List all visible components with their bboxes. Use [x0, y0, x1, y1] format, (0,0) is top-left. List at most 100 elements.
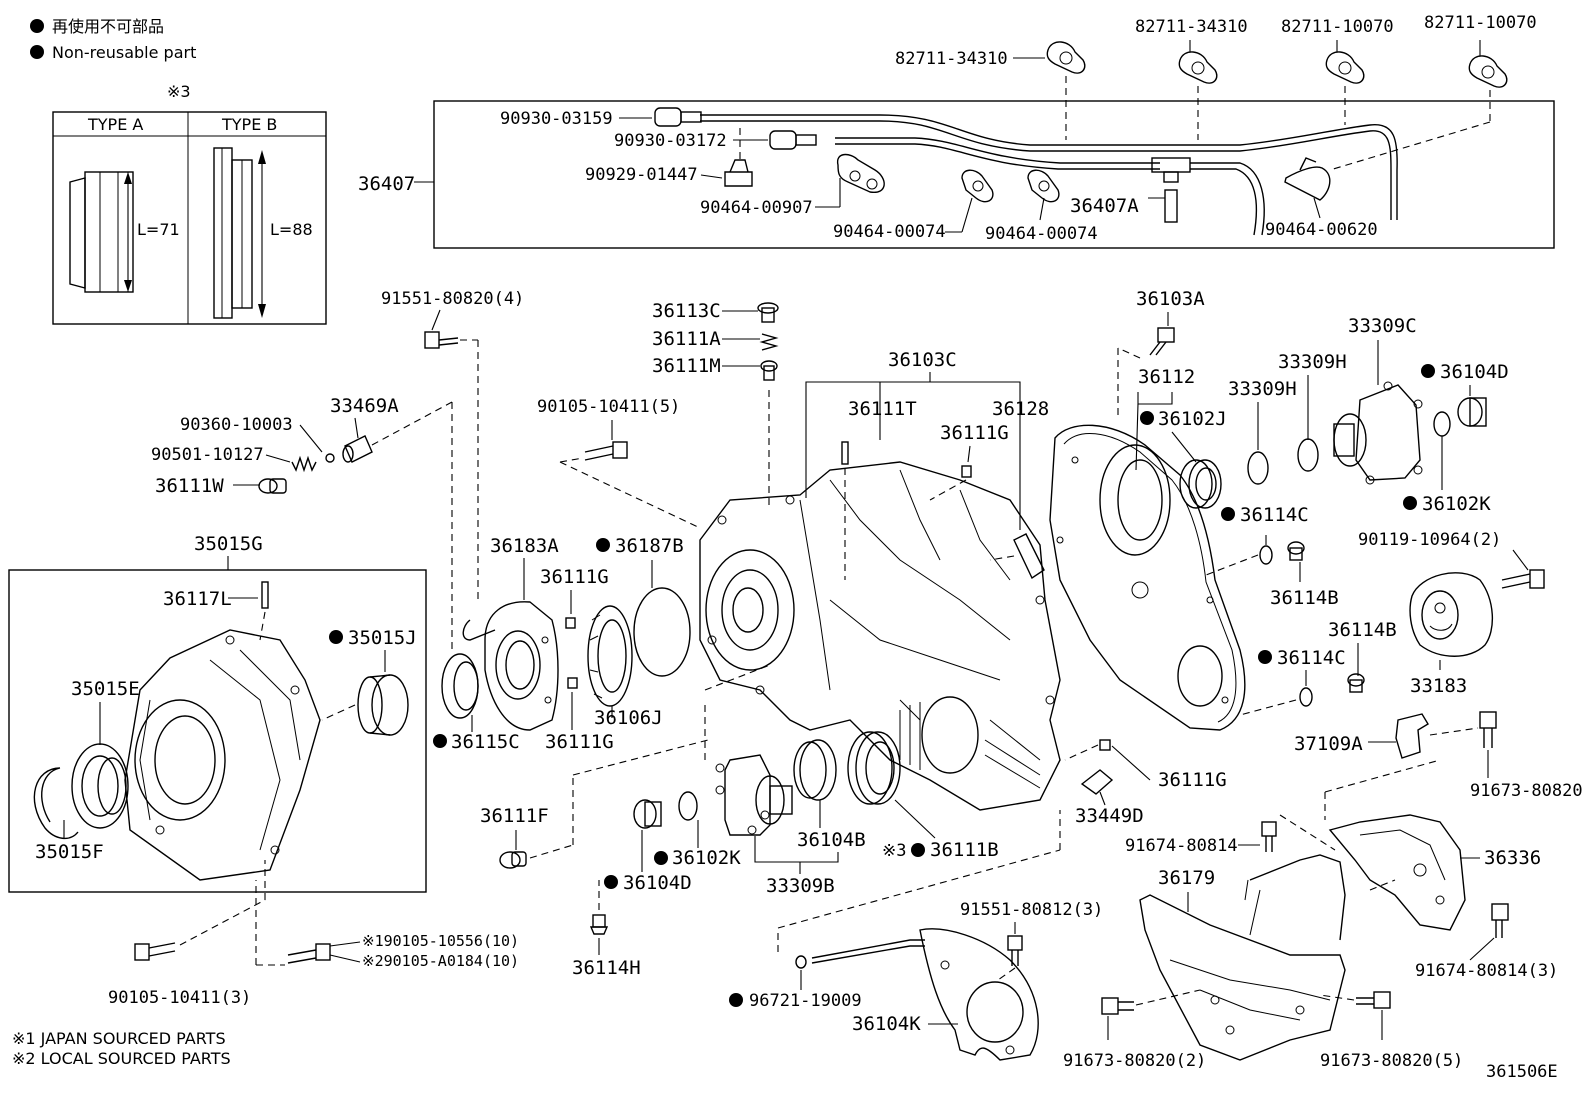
label-91673-80820: 91673-80820 — [1470, 781, 1583, 801]
hose-fitting-icon — [769, 130, 817, 150]
bolt-icon — [424, 331, 459, 349]
label-91674-80814: 91674-80814 — [1125, 836, 1238, 856]
hose-fitting-icon — [654, 107, 702, 127]
left-small-parts: 91551-80820(4) 90360-10003 33469A 90501-… — [151, 289, 524, 650]
label-90105-10411-5: 90105-10411(5) — [537, 397, 680, 417]
speed-sensor-icon — [342, 435, 373, 463]
non-reusable-dot-icon — [911, 843, 925, 857]
bearing-icon — [71, 743, 129, 829]
o-ring-icon — [633, 587, 691, 677]
footnote-local-sourced: ※2 LOCAL SOURCED PARTS — [12, 1049, 231, 1068]
label-36128: 36128 — [992, 398, 1049, 420]
plug-icon — [499, 851, 527, 869]
label-35015f: 35015F — [35, 841, 104, 863]
non-reusable-dot-icon — [596, 538, 610, 552]
spring-icon — [759, 333, 779, 351]
label-90105-a0184: ※290105-A0184(10) — [362, 952, 519, 970]
label-36111b: 36111B — [930, 839, 999, 861]
companion-flange-icon — [1333, 381, 1423, 485]
hose-clamp-icon — [1325, 51, 1365, 84]
label-90501-10127: 90501-10127 — [151, 445, 264, 465]
type-b-label: TYPE B — [221, 115, 277, 134]
bolt-icon — [134, 942, 176, 961]
label-36111b-ref: ※3 — [882, 841, 906, 861]
non-reusable-dot-icon — [604, 875, 618, 889]
plug-icon — [258, 478, 287, 494]
label-36117l: 36117L — [163, 588, 232, 610]
label-36111t: 36111T — [848, 398, 917, 420]
label-36104d: 36104D — [1440, 361, 1509, 383]
type-a-length: L=71 — [137, 220, 180, 239]
label-36106j: 36106J — [594, 707, 663, 729]
spring-icon — [291, 455, 317, 473]
label-36187b: 36187B — [615, 535, 684, 557]
transfer-case-housing: 36103C 36113C 36111A 36111M 90105-10411(… — [537, 300, 1227, 827]
pump-gear-icon — [587, 605, 633, 707]
label-36111f: 36111F — [480, 805, 549, 827]
label-90464-00907: 90464-00907 — [700, 198, 813, 218]
label-33309b: 33309B — [766, 875, 835, 897]
nut-icon — [1457, 397, 1487, 427]
companion-flange-icon — [715, 754, 793, 836]
bolt-icon — [584, 441, 628, 461]
label-91551-80812: 91551-80812(3) — [960, 900, 1103, 920]
label-36102k: 36102K — [672, 847, 741, 869]
label-36115c: 36115C — [451, 731, 520, 753]
type-a-label: TYPE A — [87, 115, 143, 134]
skid-plate-group: 37109A 91673-80820 91674-80814 36336 — [1063, 711, 1583, 1071]
label-37109a: 37109A — [1294, 733, 1363, 755]
non-reusable-dot-icon — [433, 734, 447, 748]
seal-type-b-icon — [213, 147, 266, 319]
label-33183: 33183 — [1410, 675, 1467, 697]
label-82711-34310: 82711-34310 — [1135, 17, 1248, 37]
bracket-icon — [1395, 713, 1429, 759]
breather-hose-assembly: 36407 — [358, 13, 1555, 249]
non-reusable-dot-icon — [729, 993, 743, 1007]
label-36336: 36336 — [1484, 847, 1541, 869]
type-comparison-box: ※3 TYPE A TYPE B L=71 L=88 — [52, 82, 327, 325]
bearing-icon — [847, 731, 901, 805]
label-91674-80814-3: 91674-80814(3) — [1415, 961, 1558, 981]
pin-icon — [841, 441, 849, 465]
label-91673-80820-5: 91673-80820(5) — [1320, 1051, 1463, 1071]
hose-clip-icon — [836, 153, 885, 193]
skid-plate-icon — [1139, 854, 1346, 1061]
bolt-icon — [1501, 569, 1545, 589]
gasket-icon — [1299, 687, 1313, 707]
label-36102j: 36102J — [1158, 408, 1227, 430]
label-36103a: 36103A — [1136, 288, 1205, 310]
hose-clip-icon — [961, 169, 994, 203]
label-91673-80820-2: 91673-80820(2) — [1063, 1051, 1206, 1071]
label-36111w: 36111W — [155, 475, 224, 497]
non-reusable-dot-icon — [329, 630, 343, 644]
pin-icon — [261, 581, 269, 609]
o-ring-icon — [1433, 411, 1451, 437]
label-36102k: 36102K — [1422, 493, 1491, 515]
bolt-icon — [1479, 711, 1497, 748]
non-reusable-dot-icon — [30, 19, 44, 33]
legend-jp-text: 再使用不可部品 — [52, 17, 164, 36]
nut-icon — [633, 799, 662, 829]
label-90119-10964: 90119-10964(2) — [1358, 530, 1501, 550]
bolt-icon — [1101, 997, 1134, 1015]
label-33309h: 33309H — [1278, 351, 1347, 373]
label-90464-00074: 90464-00074 — [833, 222, 946, 242]
oil-seal-icon — [441, 653, 479, 719]
type-box-ref: ※3 — [167, 82, 191, 101]
gasket-icon — [1259, 545, 1273, 565]
label-36111g: 36111G — [540, 566, 609, 588]
dowel-pin-icon — [565, 617, 576, 629]
oil-pump-cover-icon — [462, 601, 559, 731]
label-36407a: 36407A — [1070, 195, 1139, 217]
label-36407: 36407 — [358, 173, 415, 195]
oil-seal-icon — [357, 674, 409, 736]
label-36114b: 36114B — [1270, 587, 1339, 609]
diagram-id: 361506E — [1486, 1062, 1558, 1082]
bolt-icon — [287, 943, 331, 964]
oil-pump-group: 36183A 36115C 36111G 36111G 36106J — [433, 535, 709, 869]
extension-housing-icon — [124, 629, 321, 881]
dowel-pin-icon — [961, 465, 972, 478]
gasket-plate-icon — [1013, 533, 1045, 580]
label-90105-10556: ※190105-10556(10) — [362, 932, 519, 950]
label-36111g: 36111G — [545, 731, 614, 753]
